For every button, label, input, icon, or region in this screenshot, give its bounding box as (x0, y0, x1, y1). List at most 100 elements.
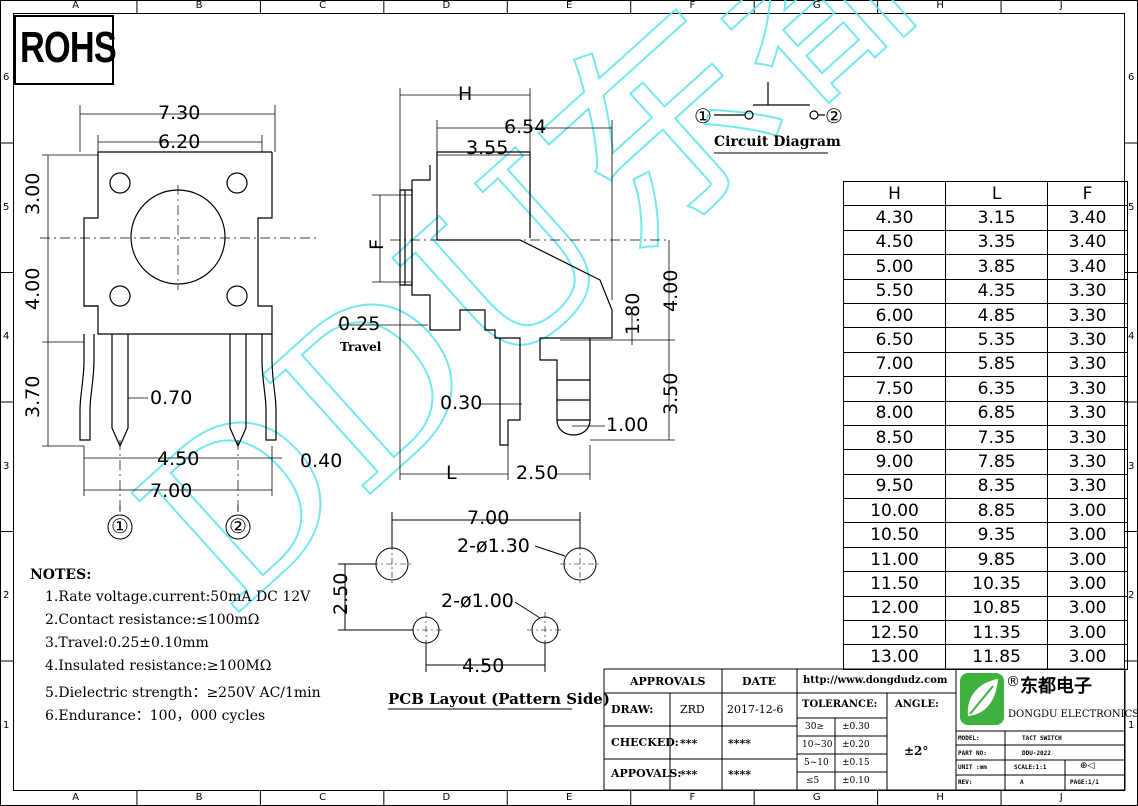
pin1-circle (107, 514, 133, 540)
dim-030: 0.30 (440, 392, 483, 414)
table-cell: 6.50 (842, 327, 947, 353)
grid-label: E (566, 0, 573, 11)
tb-approvals: APPROVALS (630, 675, 706, 688)
tb-rev-value: A (1020, 779, 1024, 786)
table-cell: 3.30 (1047, 278, 1128, 304)
table-cell: 3.30 (1047, 376, 1128, 402)
grid-label: G (812, 0, 821, 11)
table-cell: 4.50 (842, 229, 947, 256)
grid-label: G (812, 792, 821, 803)
table-cell: 3.40 (1047, 205, 1128, 231)
pcb-dim-250: 2.50 (330, 572, 352, 615)
table-header: L (945, 180, 1049, 207)
notes-title: NOTES: (30, 567, 92, 583)
grid-label: A (72, 792, 80, 803)
table-cell: 5.00 (842, 254, 947, 280)
tb-scale-label: SCALE:1:1 (1014, 764, 1047, 771)
tb-draw-label: DRAW: (611, 703, 654, 716)
tb-tolerance-label: TOLERANCE: (802, 699, 878, 710)
table-cell: 6.35 (945, 376, 1049, 402)
dim-height-400: 4.00 (22, 267, 44, 310)
table-cell: 3.30 (1047, 473, 1128, 500)
tb-checked-label: CHECKED: (611, 736, 679, 749)
table-header: H (842, 180, 947, 207)
tb-tol-range: 10~30 (802, 740, 833, 750)
table-cell: 3.00 (1047, 620, 1128, 646)
table-header-row: H L F (842, 180, 1128, 207)
table-cell: 3.00 (1047, 522, 1128, 548)
grid-label: 6 (3, 72, 10, 84)
grid-label: A (72, 0, 80, 11)
tb-part-value: DDU-2022 (1022, 750, 1051, 757)
tb-draw-by: ZRD (680, 703, 705, 716)
pcb-title: PCB Layout (Pattern Side) (388, 690, 610, 708)
table-cell: 3.30 (1047, 449, 1128, 475)
dim-L: L (446, 462, 457, 484)
dim-height-370: 3.70 (22, 375, 44, 418)
grid-label: 3 (1128, 460, 1135, 472)
dim-100: 1.00 (606, 414, 649, 436)
dim-H: H (458, 83, 473, 105)
table-cell: 8.00 (842, 400, 947, 426)
tb-unit-label: UNIT :mm (958, 764, 987, 771)
grid-label: 1 (3, 719, 10, 731)
grid-label: C (319, 792, 327, 803)
table-cell: 12.00 (842, 595, 947, 622)
tb-date: DATE (742, 675, 777, 688)
tb-angle-label: ANGLE: (895, 699, 939, 710)
table-cell: 3.30 (1047, 400, 1128, 426)
table-cell: 12.50 (842, 620, 947, 646)
dim-pitch-450: 4.50 (157, 448, 200, 470)
rohs-logo-box (14, 15, 114, 85)
grid-label: 5 (3, 201, 10, 213)
tb-url: http://www.dongdudz.com (803, 675, 948, 686)
table-cell: 4.35 (945, 278, 1049, 304)
table-cell: 5.50 (842, 278, 947, 304)
tb-part-label: PART NO: (958, 750, 987, 757)
table-cell: 3.30 (1047, 327, 1128, 353)
tb-angle-value: ±2° (904, 744, 929, 758)
table-cell: 6.85 (945, 400, 1049, 426)
table-cell: 3.00 (1047, 644, 1128, 670)
dim-025: 0.25 (338, 313, 381, 335)
table-cell: 10.85 (945, 595, 1049, 622)
table-cell: 4.85 (945, 302, 1049, 329)
dim-355: 3.55 (466, 137, 509, 159)
grid-label: C (319, 0, 327, 11)
grid-label: B (195, 792, 203, 803)
dim-pin-070: 0.70 (150, 387, 193, 409)
dim-height-300: 3.00 (22, 172, 44, 215)
dim-250-side: 2.50 (516, 462, 559, 484)
table-cell: 8.50 (842, 424, 947, 451)
tb-tol-range: 30≥ (805, 722, 824, 732)
tb-tol-value: ±0.10 (842, 776, 870, 786)
table-cell: 3.40 (1047, 254, 1128, 280)
table-cell: 6.00 (842, 302, 947, 329)
dim-width-620: 6.20 (158, 131, 201, 153)
table-cell: 11.35 (945, 620, 1049, 646)
grid-label: B (195, 0, 203, 11)
table-cell: 3.35 (945, 229, 1049, 256)
grid-label: J (1059, 792, 1063, 803)
front-view-dimension-lines (42, 105, 282, 512)
tb-tol-value: ±0.15 (842, 758, 870, 768)
table-cell: 9.35 (945, 522, 1049, 548)
tb-page-label: PAGE:1/1 (1070, 779, 1099, 786)
table-header: F (1047, 180, 1128, 207)
table-cell: 7.00 (842, 351, 947, 378)
grid-label: 6 (1128, 72, 1135, 84)
note-item: 3.Travel:0.25±0.10mm (45, 635, 209, 651)
table-cell: 3.00 (1047, 498, 1128, 524)
table-cell: 7.35 (945, 424, 1049, 451)
